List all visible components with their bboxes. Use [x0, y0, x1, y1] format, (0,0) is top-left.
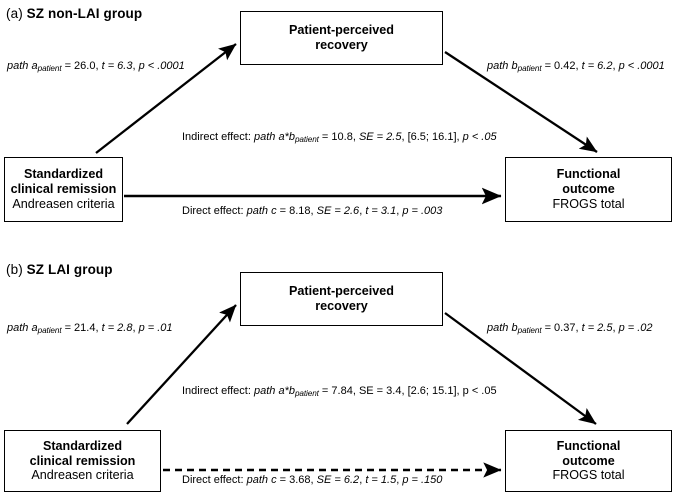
label-path-b-panel-b: path bpatient = 0.37, t = 2.5, p = .02: [487, 322, 653, 335]
box-outcome-line3: FROGS total: [552, 468, 625, 483]
box-predictor-line2: clinical remission: [29, 453, 136, 468]
label-path-a-panel-b: path apatient = 21.4, t = 2.8, p = .01: [7, 322, 173, 335]
box-predictor-line2: clinical remission: [10, 182, 117, 197]
label-direct-effect-panel-a: Direct effect: path c = 8.18, SE = 2.6, …: [182, 205, 443, 217]
label-path-b-panel-a: path bpatient = 0.42, t = 6.2, p < .0001: [487, 60, 665, 73]
panel-b-label: (b): [6, 262, 23, 277]
box-mediator-panel-a: Patient-perceived recovery: [240, 11, 443, 65]
label-indirect-effect-panel-b: Indirect effect: path a*bpatient = 7.84,…: [182, 385, 497, 398]
box-predictor-line3: Andreasen criteria: [31, 468, 134, 483]
box-mediator-panel-b: Patient-perceived recovery: [240, 272, 443, 326]
box-outcome-line1: Functional: [556, 167, 621, 182]
box-outcome-line2: outcome: [562, 453, 615, 468]
box-predictor-line1: Standardized: [42, 438, 123, 453]
label-direct-effect-panel-b: Direct effect: path c = 3.68, SE = 6.2, …: [182, 474, 443, 486]
box-mediator-line1: Patient-perceived: [289, 284, 394, 299]
panel-b-title-text: SZ LAI group: [26, 262, 113, 277]
label-path-a-panel-a: path apatient = 26.0, t = 6.3, p < .0001: [7, 60, 185, 73]
box-outcome-panel-a: Functional outcome FROGS total: [505, 157, 672, 222]
box-predictor-panel-a: Standardized clinical remission Andrease…: [4, 157, 123, 222]
box-mediator-line2: recovery: [315, 38, 368, 52]
box-predictor-line1: Standardized: [23, 167, 104, 182]
box-predictor-line3: Andreasen criteria: [12, 196, 115, 211]
panel-a-label: (a): [6, 6, 23, 21]
panel-a: (a) SZ non-LAI group Patient-perceived r…: [4, 6, 672, 222]
box-outcome-line1: Functional: [556, 438, 621, 453]
box-mediator-line2: recovery: [315, 299, 368, 313]
box-outcome-panel-b: Functional outcome FROGS total: [505, 430, 672, 492]
panel-b-title: (b) SZ LAI group: [6, 262, 113, 277]
box-outcome-line2: outcome: [562, 182, 615, 197]
panel-a-title-text: SZ non-LAI group: [26, 6, 143, 21]
box-predictor-panel-b: Standardized clinical remission Andrease…: [4, 430, 161, 492]
label-indirect-effect-panel-a: Indirect effect: path a*bpatient = 10.8,…: [182, 131, 497, 144]
panel-a-title: (a) SZ non-LAI group: [6, 6, 142, 21]
box-outcome-line3: FROGS total: [552, 196, 625, 211]
box-mediator-line1: Patient-perceived: [289, 23, 394, 38]
